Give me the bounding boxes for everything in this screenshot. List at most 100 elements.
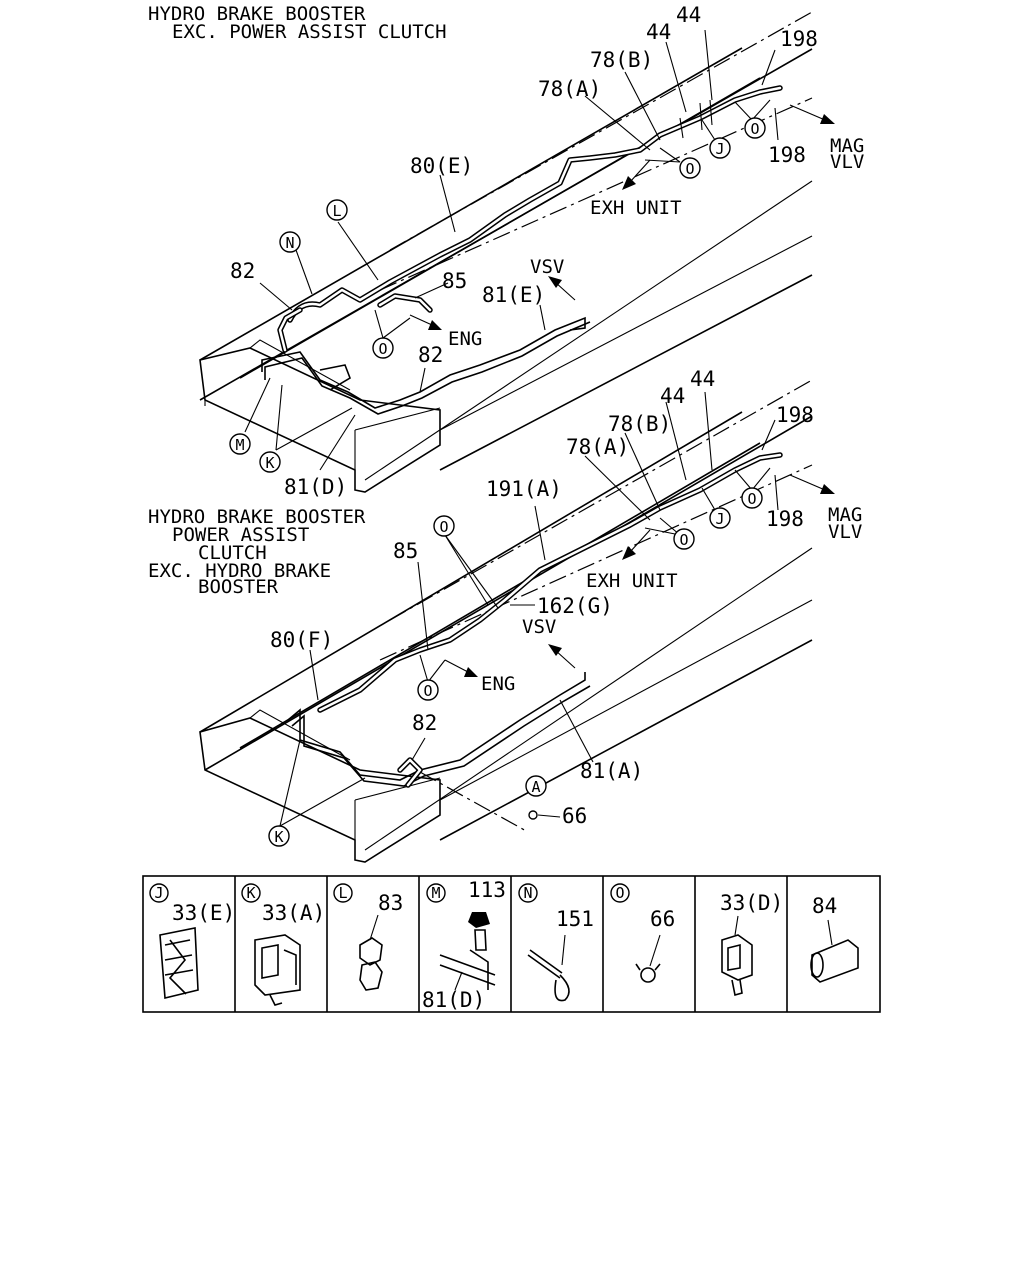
cell-part-label: 33(E): [172, 901, 235, 925]
cell-key: J: [154, 884, 163, 902]
destination-label: ENG: [448, 328, 482, 350]
destination-label: MAG: [828, 504, 862, 526]
destination-label: VSV: [522, 616, 556, 638]
callout-o: O: [378, 340, 387, 358]
leaders-top: [244, 29, 779, 471]
callout-k: K: [265, 454, 274, 472]
frame-rails-top: [199, 11, 813, 493]
parts-cell-o: O 66: [610, 883, 675, 983]
cell-part-label: 84: [812, 894, 837, 918]
parts-table: J 33(E) K 33(A) L 83: [142, 875, 881, 1013]
callout-k: K: [274, 828, 283, 846]
callouts-top: O O O J L N M K: [229, 117, 766, 473]
brake-pipes-top: [261, 85, 783, 415]
part-label: 191(A): [486, 477, 562, 501]
cell-key: L: [338, 884, 347, 902]
cell-part-label: 83: [378, 891, 403, 915]
labels-bottom: HYDRO BRAKE BOOSTER POWER ASSIST CLUTCH …: [148, 367, 862, 828]
header-line-5: BOOSTER: [198, 576, 279, 598]
diagram-bottom: O O O O J K A HYDRO BRAKE BOOSTER POWER …: [148, 367, 862, 863]
clip-part-illustration: [159, 927, 199, 999]
part-label: 198: [768, 143, 806, 167]
callout-l: L: [332, 202, 341, 220]
cell-part-label: 151: [556, 907, 594, 931]
clip-part-illustration: [359, 914, 383, 991]
part-label: 85: [442, 269, 467, 293]
clamp-part-illustration: [635, 934, 661, 983]
part-label: 82: [230, 259, 255, 283]
callout-o: O: [685, 160, 694, 178]
cell-key: K: [246, 884, 255, 902]
cell-key: O: [615, 884, 624, 902]
part-label: 81(D): [284, 475, 347, 499]
grommet-part-illustration: [810, 919, 859, 983]
diagram-top: O O O J L N M K HYDRO BRAKE BOOSTER EXC.…: [148, 3, 864, 499]
callouts-bottom: O O O O J K A: [268, 487, 763, 847]
callout-m: M: [235, 436, 244, 454]
part-label: 78(B): [608, 412, 671, 436]
header-line-1: HYDRO BRAKE BOOSTER: [148, 506, 366, 528]
clip-part-illustration: [254, 934, 301, 1006]
parts-cell-84: 84: [810, 894, 859, 983]
parts-cell-n: N 151: [518, 883, 594, 1002]
callout-o: O: [423, 682, 432, 700]
part-label: 78(A): [566, 435, 629, 459]
part-label: 66: [562, 804, 587, 828]
labels-top: HYDRO BRAKE BOOSTER EXC. POWER ASSIST CL…: [148, 3, 864, 499]
leaders-bottom: [279, 391, 779, 827]
destination-label: EXH UNIT: [590, 197, 682, 219]
arrows-top: [409, 104, 835, 330]
callout-n: N: [285, 234, 294, 252]
arrows-bottom: [444, 474, 835, 677]
cell-part-label: 66: [650, 907, 675, 931]
destination-label: ENG: [481, 673, 515, 695]
destination-label: VLV: [828, 521, 862, 543]
part-label: 81(A): [580, 759, 643, 783]
destination-label: VSV: [530, 256, 564, 278]
brake-pipes-bottom: [287, 452, 783, 833]
part-label: 44: [676, 3, 701, 27]
frame-rails-bottom: [199, 379, 813, 863]
part-label: 78(B): [590, 48, 653, 72]
parts-cell-l: L 83: [333, 883, 403, 991]
cell-part-label: 113: [468, 878, 506, 902]
destination-label: MAG: [830, 135, 864, 157]
header-line-3: CLUTCH: [198, 542, 267, 564]
part-label: 44: [660, 384, 685, 408]
parts-cell-m: M 113 81(D): [422, 878, 506, 1012]
parts-cell-k: K 33(A): [241, 883, 325, 1006]
destination-label: VLV: [830, 151, 864, 173]
part-label: 162(G): [537, 594, 613, 618]
callout-o: O: [750, 120, 759, 138]
callout-j: J: [715, 510, 724, 528]
callout-a: A: [531, 778, 540, 796]
cell-part-label: 33(D): [720, 891, 783, 915]
part-label: 44: [690, 367, 715, 391]
cell-part-label: 33(A): [262, 901, 325, 925]
part-label: 82: [418, 343, 443, 367]
part-label: 198: [776, 403, 814, 427]
callout-o: O: [439, 518, 448, 536]
part-label: 198: [766, 507, 804, 531]
clip-part-illustration: [721, 915, 753, 997]
part-label: 44: [646, 20, 671, 44]
cell-key: M: [431, 884, 440, 902]
callout-j: J: [715, 140, 724, 158]
part-label: 80(E): [410, 154, 473, 178]
cell-part-label-2: 81(D): [422, 988, 485, 1012]
part-label: 198: [780, 27, 818, 51]
callout-o: O: [747, 490, 756, 508]
part-label: 78(A): [538, 77, 601, 101]
header-line-4: EXC. HYDRO BRAKE: [148, 560, 331, 582]
header-line-2: POWER ASSIST: [172, 524, 309, 546]
destination-label: EXH UNIT: [586, 570, 678, 592]
part-label: 80(F): [270, 628, 333, 652]
part-label: 82: [412, 711, 437, 735]
header-line-2: EXC. POWER ASSIST CLUTCH: [172, 21, 447, 43]
header-line-1: HYDRO BRAKE BOOSTER: [148, 3, 366, 25]
callout-o: O: [679, 531, 688, 549]
bolt-part-illustration: [439, 912, 496, 991]
cell-key: N: [523, 884, 532, 902]
part-label: 85: [393, 539, 418, 563]
